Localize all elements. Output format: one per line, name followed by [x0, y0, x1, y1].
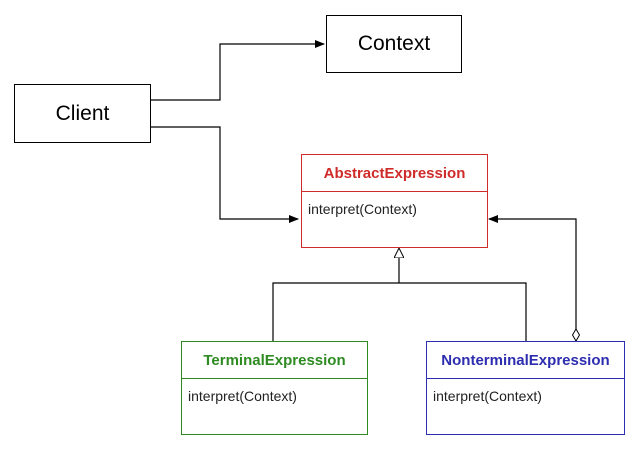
client-label: Client: [55, 101, 110, 125]
terminal-expression-name: TerminalExpression: [182, 342, 367, 379]
abstract-expression-name-text: AbstractExpression: [323, 164, 466, 182]
edge-terminal-generalization: [272, 282, 399, 341]
client-node: Client: [14, 84, 151, 143]
abstract-expression-class: AbstractExpression interpret(Context): [301, 154, 488, 248]
nonterminal-expression-method-text: interpret(Context): [433, 388, 542, 404]
terminal-expression-method: interpret(Context): [182, 379, 367, 404]
abstract-expression-name: AbstractExpression: [302, 155, 487, 192]
abstract-expression-method-text: interpret(Context): [308, 201, 417, 217]
nonterminal-expression-method: interpret(Context): [427, 379, 624, 404]
edge-nonterminal-aggregation: [489, 219, 576, 341]
terminal-expression-method-text: interpret(Context): [188, 388, 297, 404]
terminal-expression-name-text: TerminalExpression: [203, 351, 346, 369]
terminal-expression-class: TerminalExpression interpret(Context): [181, 341, 368, 435]
edge-client-to-abstract-expression: [151, 126, 299, 223]
abstract-expression-method: interpret(Context): [302, 192, 487, 217]
context-label: Context: [357, 32, 431, 55]
nonterminal-expression-name: NonterminalExpression: [427, 342, 624, 379]
edge-client-to-context: [151, 40, 325, 101]
nonterminal-expression-name-text: NonterminalExpression: [441, 351, 610, 369]
nonterminal-expression-class: NonterminalExpression interpret(Context): [426, 341, 625, 435]
context-node: Context: [326, 15, 462, 73]
edge-nonterminal-generalization: [399, 282, 527, 341]
